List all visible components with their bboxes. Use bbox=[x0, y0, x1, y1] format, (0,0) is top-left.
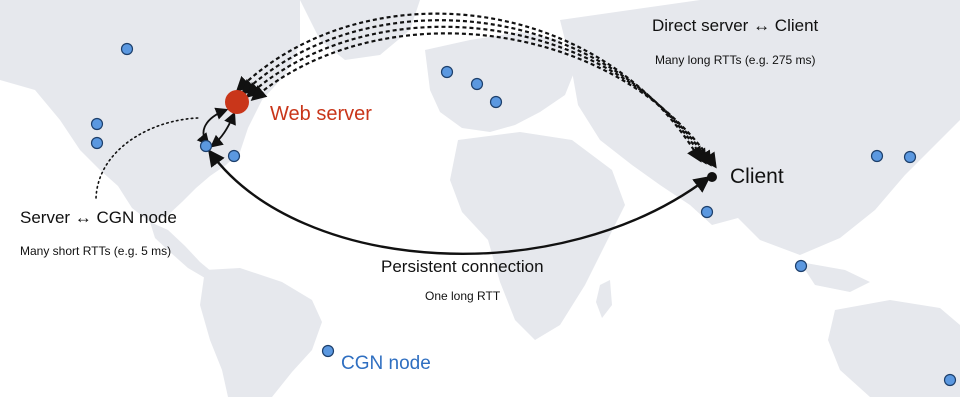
persistent-title: Persistent connection bbox=[381, 257, 544, 276]
cgn-node-icon bbox=[90, 117, 104, 131]
cgn-node-icon bbox=[489, 95, 503, 109]
cgn-node-icon bbox=[90, 136, 104, 150]
australia-landmass bbox=[828, 300, 960, 397]
direct-title: Direct server ↔ Client bbox=[652, 16, 819, 35]
cgn-node-icon bbox=[903, 150, 917, 164]
asia-landmass bbox=[560, 0, 960, 255]
cgn-node-icon bbox=[943, 373, 957, 387]
se-asia-landmass bbox=[800, 262, 870, 292]
web-server-label: Web server bbox=[270, 103, 372, 125]
cgn-node-label: CGN node bbox=[341, 353, 431, 374]
cgn-node-icon bbox=[794, 259, 808, 273]
cgn-connection-title: Server ↔ CGN node bbox=[20, 208, 177, 227]
cgn-node-icon bbox=[199, 139, 213, 153]
cgn-leader-line bbox=[95, 117, 199, 199]
persistent-subtitle: One long RTT bbox=[425, 289, 501, 303]
direct-arc-4 bbox=[250, 32, 717, 169]
cgn-node-icon bbox=[120, 42, 134, 56]
persistent-connection-arc bbox=[208, 149, 711, 255]
north-america-landmass bbox=[0, 0, 300, 222]
direct-subtitle: Many long RTTs (e.g. 275 ms) bbox=[655, 53, 816, 67]
short-arc-right bbox=[210, 111, 236, 148]
south-america-landmass bbox=[200, 268, 322, 397]
cgn-node-icon bbox=[321, 344, 335, 358]
cgn-node-icon bbox=[440, 65, 454, 79]
direct-arc-3 bbox=[245, 25, 712, 167]
direct-connection-arcs bbox=[235, 12, 717, 169]
central-america-landmass bbox=[150, 222, 212, 278]
cgn-node-icon bbox=[700, 205, 714, 219]
direct-arc-1 bbox=[235, 12, 702, 163]
cgn-connection-subtitle: Many short RTTs (e.g. 5 ms) bbox=[20, 244, 172, 258]
client-icon bbox=[707, 172, 717, 182]
cgn-nodes bbox=[90, 42, 957, 387]
cgn-node-icon bbox=[470, 77, 484, 91]
client-label: Client bbox=[730, 165, 784, 188]
cgn-node-icon bbox=[227, 149, 241, 163]
cgn-node-icon bbox=[870, 149, 884, 163]
madagascar-landmass bbox=[596, 280, 612, 318]
web-server-icon bbox=[225, 90, 249, 114]
